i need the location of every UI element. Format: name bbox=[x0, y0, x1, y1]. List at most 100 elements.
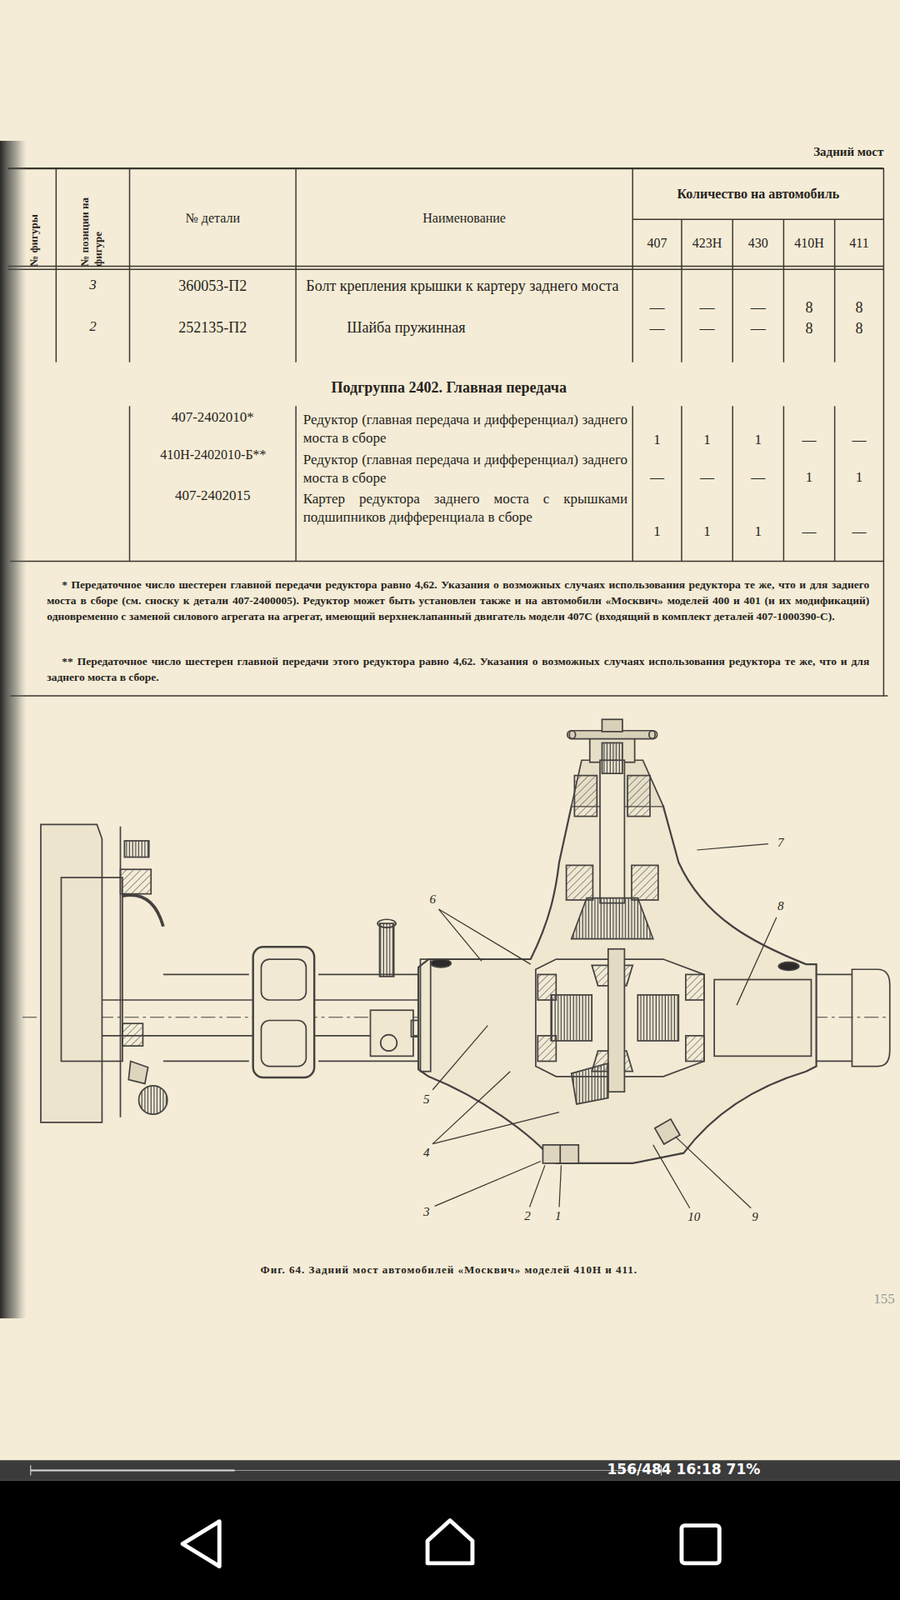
table-rule bbox=[631, 168, 633, 363]
quantity-cell: — bbox=[835, 430, 885, 449]
table-rule bbox=[8, 168, 889, 696]
axle-illustration bbox=[778, 962, 799, 971]
quantity-cell: — bbox=[732, 468, 784, 486]
callout-number: 2 bbox=[515, 1208, 540, 1224]
part-name: Редуктор (главная передача и дифференциа… bbox=[303, 410, 628, 448]
axle-illustration bbox=[537, 974, 556, 1000]
model-header: 411 bbox=[835, 235, 885, 252]
leader-line bbox=[559, 1165, 561, 1207]
footnote: ** Передаточное число шестерен главной п… bbox=[46, 653, 870, 685]
quantity-cell: 1 bbox=[632, 430, 682, 449]
section-heading: Подгруппа 2402. Главная передача bbox=[204, 378, 695, 397]
table-rule bbox=[783, 219, 785, 362]
part-number: 252135-П2 bbox=[130, 318, 297, 337]
status-bar bbox=[30, 1465, 31, 1475]
leader-line bbox=[432, 1025, 488, 1090]
part-number: 410Н-2402010-Б** bbox=[132, 446, 294, 464]
nav-bar bbox=[681, 1525, 720, 1564]
axle-illustration bbox=[567, 730, 576, 740]
page-shadow bbox=[0, 140, 27, 1319]
part-name: Болт крепления крышки к картеру заднего … bbox=[305, 276, 626, 296]
axle-illustration bbox=[122, 895, 164, 927]
status-bar bbox=[0, 1460, 900, 1480]
quantity-cell: — bbox=[632, 298, 682, 317]
axle-illustration bbox=[537, 1035, 556, 1062]
table-rule bbox=[8, 269, 885, 270]
table-rule bbox=[8, 167, 885, 170]
table-rule bbox=[731, 405, 733, 561]
figure-caption: Фиг. 64. Задний мост автомобилей «Москви… bbox=[122, 1263, 776, 1277]
table-rule bbox=[8, 265, 885, 267]
nav-bar bbox=[0, 1480, 900, 1600]
axle-illustration bbox=[600, 760, 625, 903]
axle-illustration bbox=[380, 923, 395, 977]
callout-number: 10 bbox=[681, 1209, 706, 1225]
leader-line bbox=[530, 1165, 545, 1207]
part-number: 360053-П2 bbox=[130, 276, 297, 295]
axle-illustration bbox=[550, 995, 592, 1041]
quantity-cell: 1 bbox=[632, 522, 682, 540]
table-rule bbox=[631, 405, 633, 561]
position-number: 3 bbox=[55, 275, 130, 294]
quantity-cell: — bbox=[732, 298, 784, 317]
leader-line bbox=[653, 1145, 690, 1209]
quantity-cell: — bbox=[732, 319, 784, 338]
status-bar bbox=[30, 1470, 235, 1472]
table-rule bbox=[731, 219, 733, 362]
quantity-cell: 8 bbox=[835, 319, 885, 338]
axle-illustration bbox=[163, 974, 250, 976]
axle-illustration bbox=[601, 742, 622, 774]
axle-illustration bbox=[430, 959, 451, 968]
model-header: 407 bbox=[632, 235, 682, 252]
axle-illustration bbox=[120, 869, 151, 894]
leader-line bbox=[435, 1160, 541, 1206]
axle-illustration bbox=[124, 840, 149, 858]
axle-illustration bbox=[566, 865, 594, 900]
column-header: № детали bbox=[130, 210, 297, 227]
axle-illustration bbox=[380, 1035, 398, 1052]
axle-illustration bbox=[542, 1145, 579, 1164]
quantity-cell: 1 bbox=[835, 468, 885, 486]
running-head: Задний мост bbox=[704, 144, 885, 160]
footnote: * Передаточное число шестерен главной пе… bbox=[46, 576, 870, 625]
axle-illustration bbox=[851, 969, 890, 1066]
table-rule bbox=[129, 168, 130, 363]
quantity-cell: — bbox=[783, 522, 835, 540]
table-rule bbox=[680, 219, 682, 362]
table-rule bbox=[632, 219, 884, 220]
axle-illustration bbox=[685, 1035, 705, 1062]
leader-line bbox=[696, 844, 769, 850]
nav-bar bbox=[427, 1520, 473, 1563]
quantity-cell: 1 bbox=[783, 468, 835, 486]
axle-illustration bbox=[571, 898, 654, 940]
axle-illustration bbox=[318, 974, 420, 976]
axle-illustration bbox=[627, 775, 650, 817]
quantity-cell: 1 bbox=[732, 430, 784, 449]
leader-line bbox=[439, 909, 531, 965]
table-rule bbox=[55, 168, 57, 363]
table-rule bbox=[834, 405, 835, 561]
part-name: Картер редуктора заднего моста с крышкам… bbox=[303, 490, 628, 527]
axle-illustration bbox=[318, 1060, 420, 1063]
nav-bar bbox=[0, 1480, 900, 1600]
axle-illustration bbox=[60, 877, 122, 1061]
quantity-cell: — bbox=[783, 430, 835, 449]
leader-line bbox=[675, 1136, 752, 1209]
axle-illustration bbox=[714, 980, 811, 1057]
axle-illustration bbox=[649, 730, 658, 740]
callout-number: 3 bbox=[414, 1204, 439, 1220]
axle-illustration bbox=[816, 974, 853, 976]
table-rule bbox=[295, 168, 296, 363]
quantity-cell: 8 bbox=[783, 319, 835, 338]
axle-illustration bbox=[420, 959, 430, 1072]
table-rule bbox=[129, 405, 130, 561]
status-bar bbox=[30, 1470, 662, 1471]
callout-number: 1 bbox=[545, 1208, 570, 1224]
callout-number: 9 bbox=[742, 1209, 767, 1225]
callout-number: 5 bbox=[414, 1091, 439, 1107]
axle-illustration bbox=[571, 1063, 609, 1105]
model-header: 430 bbox=[732, 235, 784, 252]
column-header: № фигуры bbox=[26, 168, 40, 267]
